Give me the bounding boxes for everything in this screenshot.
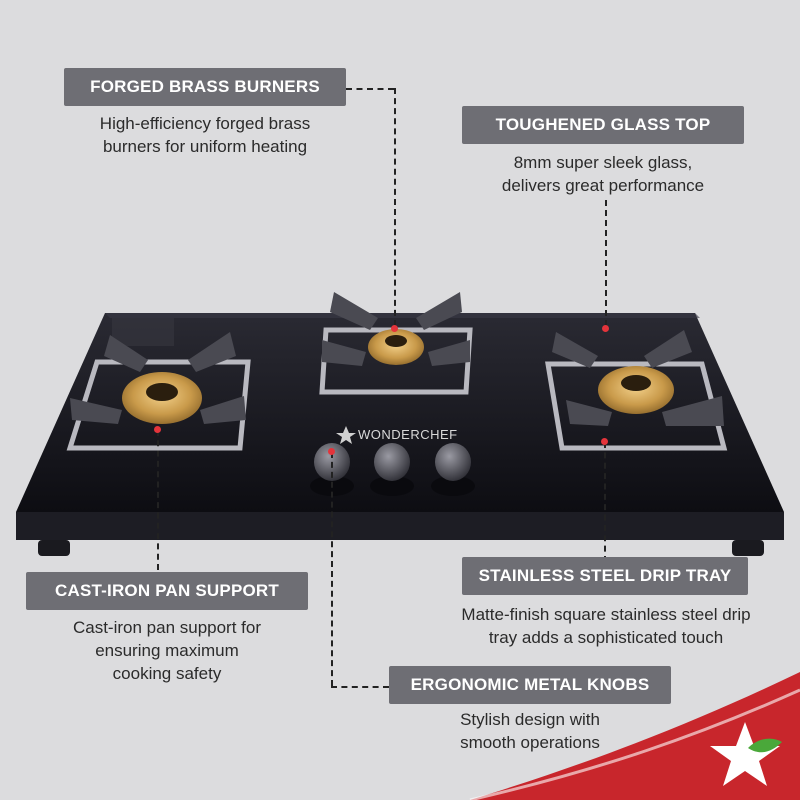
leader-pan	[157, 430, 159, 570]
label-stainless-steel-drip-tray: STAINLESS STEEL DRIP TRAY	[462, 557, 748, 595]
brand-name: WONDERCHEF	[358, 427, 458, 442]
leader-knobs-v	[331, 452, 333, 686]
desc-forged-brass-burners: High-efficiency forged brass burners for…	[99, 114, 311, 156]
leader-burners-v	[394, 88, 396, 326]
spec-sticker	[112, 318, 174, 346]
stove-foot-right	[732, 540, 764, 556]
left-burner	[66, 332, 251, 451]
desc-ergonomic-metal-knobs: Stylish design with smooth operations	[460, 710, 600, 752]
brand-star-icon	[336, 426, 356, 444]
label-forged-brass-burners: FORGED BRASS BURNERS	[64, 68, 346, 106]
marker-burners	[391, 325, 398, 332]
label-ergonomic-metal-knobs: ERGONOMIC METAL KNOBS	[389, 666, 671, 704]
marker-glass	[602, 325, 609, 332]
leader-knobs-h	[331, 686, 389, 688]
stove-body	[16, 512, 784, 540]
desc-toughened-glass-top: 8mm super sleek glass, delivers great pe…	[501, 153, 705, 195]
brand-logo-star-icon	[710, 722, 782, 786]
leader-tray	[604, 442, 606, 562]
leader-burners-h	[346, 88, 394, 90]
leader-glass	[605, 200, 607, 326]
label-toughened-glass-top: TOUGHENED GLASS TOP	[462, 106, 744, 144]
desc-stainless-steel-drip-tray: Matte-finish square stainless steel drip…	[461, 605, 751, 647]
red-swoosh	[470, 672, 800, 800]
label-cast-iron-pan-support: CAST-IRON PAN SUPPORT	[26, 572, 308, 610]
marker-tray	[601, 438, 608, 445]
marker-pan	[154, 426, 161, 433]
stove-foot-left	[38, 540, 70, 556]
control-knobs	[310, 443, 475, 496]
desc-cast-iron-pan-support: Cast-iron pan support for ensuring maxim…	[72, 618, 262, 683]
center-burner	[319, 292, 473, 395]
marker-knobs	[328, 448, 335, 455]
right-burner	[545, 330, 728, 451]
